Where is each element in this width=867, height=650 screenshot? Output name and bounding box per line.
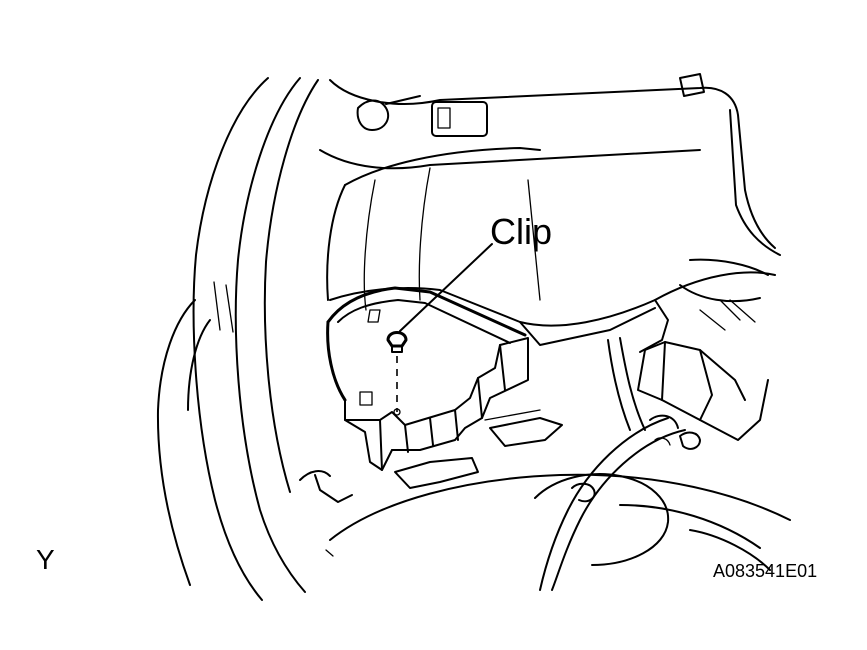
floor-lip [329,271,776,353]
floor-recesses [394,409,563,489]
body-opening-outline [156,77,319,601]
clip-part [386,331,408,416]
storage-tray [326,286,529,471]
right-side-components [607,258,769,450]
cable [539,417,686,591]
spare-tire-well [299,470,791,571]
clip-label: Clip [490,211,552,252]
upper-trim-panel [319,73,776,249]
figure-code-label: A083541E01 [713,561,817,581]
view-marker-label: Y [36,544,55,575]
clip-leader-line [399,243,493,332]
side-trim-panel [326,109,781,311]
